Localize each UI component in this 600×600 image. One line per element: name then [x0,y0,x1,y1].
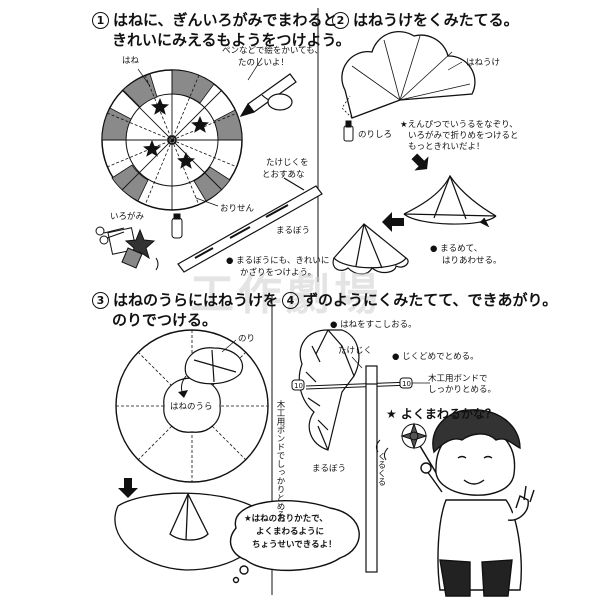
spin-question: ★ よくまわるかな？ [386,404,497,424]
marker-b: 10 [402,379,411,389]
stick-note-1: ● まるぼうにも、きれいに [226,256,329,267]
glue-bottle [344,121,353,141]
step4-number: 4 [282,292,299,309]
label-glue-tab: のりしろ [358,130,392,140]
label-hole-2: とおすあな [262,170,305,180]
label-wing: はね [122,56,139,66]
label-origami: いろがみ [110,212,144,222]
note-fold-wing: ● はねをすこしおる。 [330,320,417,331]
note-bond-2: しっかりとめる。 [428,385,496,396]
arrow-down [407,149,434,176]
receiver-flat [342,32,475,118]
spin-sound: くるくる [376,452,386,486]
arrow-left [382,212,404,232]
arrow-down-3 [118,478,138,498]
step2-tip-1: ★えんぴつでいうるをなぞり、 [400,120,518,131]
receiver-cone [404,176,496,226]
bubble-line-2: よくまわるように [256,527,324,538]
label-fold-line: おりせん [220,204,254,214]
pen-callout-2: たのしいよ！ [238,58,289,69]
step2-title-text: はねうけをくみたてる。 [353,11,519,29]
mini-pinwheel-icon [402,424,438,476]
label-glue: のり [238,334,255,344]
step2-tip-3: もっときれいだよ！ [408,142,485,153]
step1-title-line1: はねに、ぎんいろがみでまわると [113,11,338,29]
note-axle-cap: ● じくどめでとめる。 [392,352,479,363]
stick-note-2: かざりをつけよう。 [240,268,316,279]
step4-title-text: ずのようにくみたてて、できあがり。 [303,291,557,309]
pen-callout-1: ペンなどで絵をかいても、 [222,46,323,57]
label-hole-1: たけじくを [266,158,309,168]
label-stick-4: まるぼう [312,464,346,474]
step3-title-2: のりでつける。 [112,310,217,330]
label-stick-1: まるぼう [276,226,310,236]
step3-number: 3 [92,292,109,309]
label-bamboo: たけじく [338,346,372,356]
label-receiver: はねうけ [466,58,500,68]
origami-scraps [96,214,182,270]
step2-note-2: はりあわせる。 [442,256,502,267]
label-wing-back: はねのうら [170,402,213,412]
step2-tip-2: いろがみで折りめをつけると [408,131,519,142]
step1-number: 1 [92,12,109,29]
boy-illustration [421,410,534,596]
pen-drawing [241,74,296,116]
marker-a: 10 [294,381,303,391]
step3-title-line1: はねのうらにはねうけを [113,291,278,309]
step2-number: 2 [332,12,349,29]
bubble-line-3: ちょうせいできるよ！ [252,540,337,551]
receiver-on-back [185,348,242,384]
note-bond-vertical: 木工用ボンドでしっかりとめる。 [274,400,286,528]
note-bond-1: 木工用ボンドで [428,374,488,385]
step2-note-1: ● まるめて、 [430,244,482,255]
star-stickers [143,98,209,169]
